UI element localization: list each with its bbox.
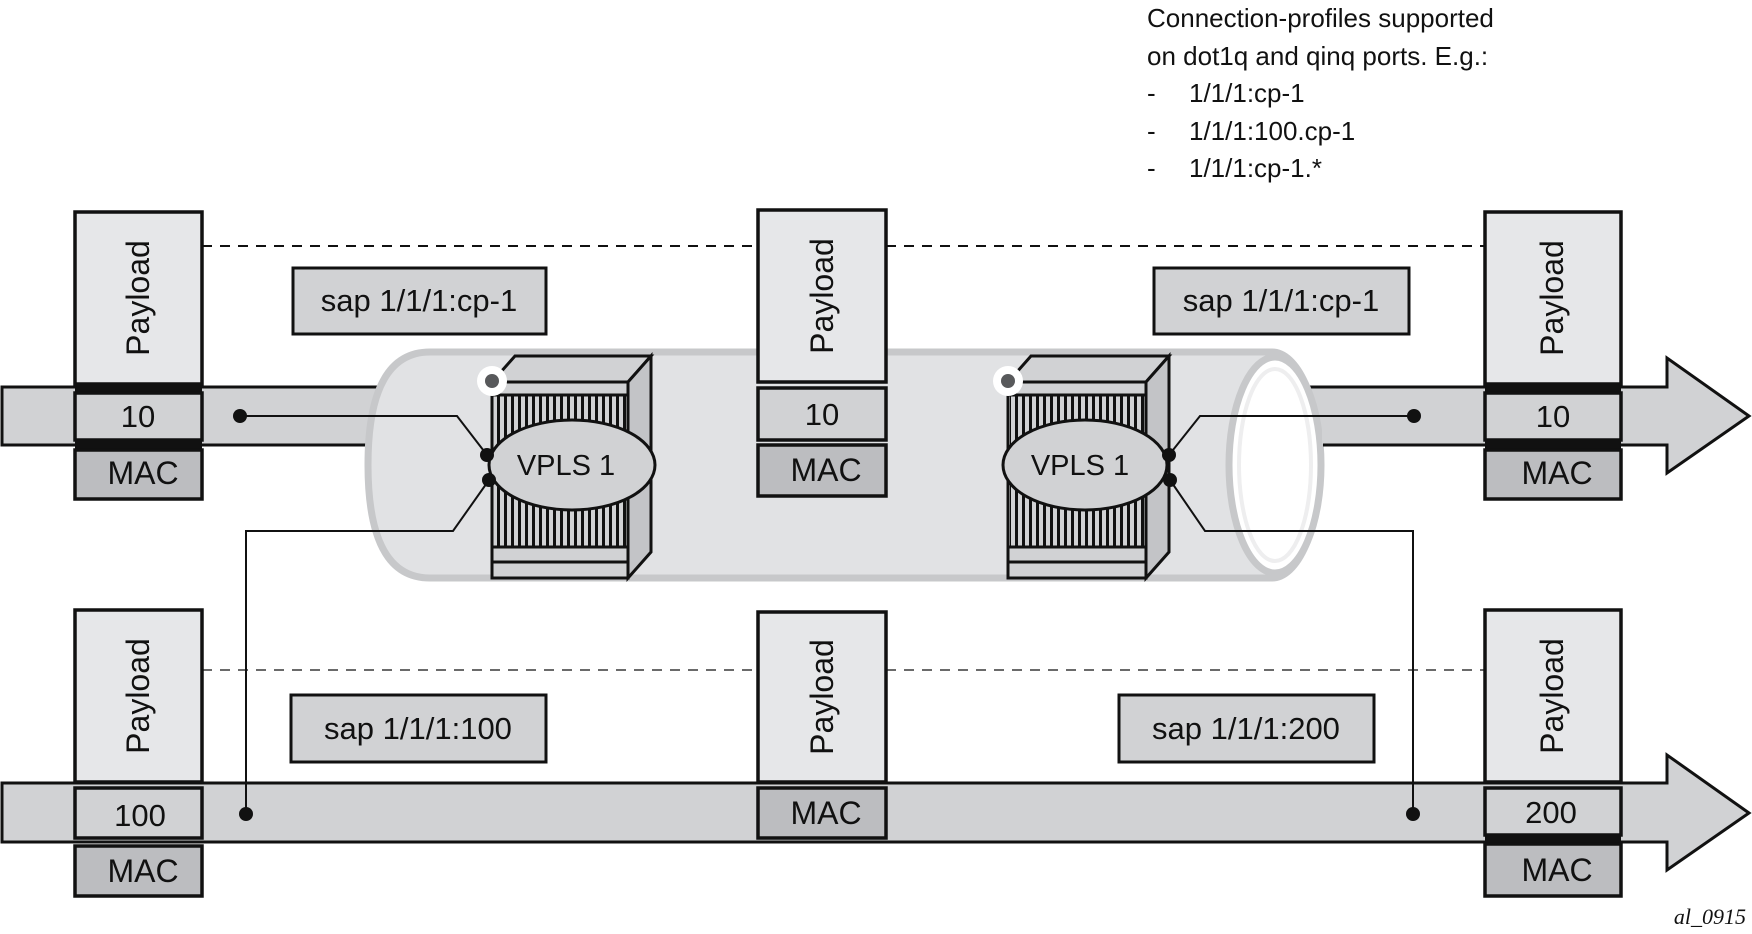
mac-header: MAC bbox=[1521, 455, 1592, 491]
sap-label-top-left: sap 1/1/1:cp-1 bbox=[291, 266, 548, 336]
left-top-sap-link bbox=[240, 415, 488, 456]
svg-text:sap 1/1/1:cp-1: sap 1/1/1:cp-1 bbox=[1183, 283, 1379, 318]
frame-bottom-right: Payload 200 MAC bbox=[1483, 608, 1623, 898]
mac-header: MAC bbox=[1521, 852, 1592, 888]
frame-bottom-left: Payload 100 MAC bbox=[73, 608, 204, 898]
vlan-tag: 100 bbox=[114, 798, 166, 833]
frame-top-right: Payload 10 MAC bbox=[1483, 210, 1623, 501]
note-example-2: -1/1/1:100.cp-1 bbox=[1147, 115, 1356, 146]
left-bottom-sap-link bbox=[245, 479, 490, 814]
vlan-tag: 10 bbox=[1536, 399, 1570, 434]
payload-label: Payload bbox=[804, 639, 840, 755]
right-top-sap-link bbox=[1168, 415, 1414, 456]
right-vpls-label: VPLS 1 bbox=[1031, 450, 1129, 482]
mac-header: MAC bbox=[790, 452, 861, 488]
right-top-sap-endpoint bbox=[1407, 409, 1421, 423]
payload-label: Payload bbox=[804, 238, 840, 354]
vlan-tag: 10 bbox=[121, 399, 155, 434]
svg-text:sap 1/1/1:100: sap 1/1/1:100 bbox=[324, 711, 512, 746]
sap-label-top-right: sap 1/1/1:cp-1 bbox=[1152, 266, 1411, 336]
note-example-1: -1/1/1:cp-1 bbox=[1147, 78, 1305, 108]
left-bottom-sap-endpoint bbox=[239, 807, 253, 821]
payload-label: Payload bbox=[1534, 638, 1570, 754]
right-bottom-sap-endpoint bbox=[1406, 807, 1420, 821]
mac-header: MAC bbox=[107, 853, 178, 889]
right-router: VPLS 1 bbox=[993, 352, 1173, 582]
figure-id: al_0915 bbox=[1673, 904, 1746, 929]
note-line-2: on dot1q and qinq ports. E.g.: bbox=[1147, 40, 1489, 71]
left-router: VPLS 1 bbox=[477, 352, 657, 582]
right-bottom-sap-link bbox=[1169, 479, 1414, 814]
right-vpls-ellipse[interactable] bbox=[1001, 418, 1169, 512]
sap-label-bottom-right: sap 1/1/1:200 bbox=[1117, 693, 1376, 764]
mac-header: MAC bbox=[790, 795, 861, 831]
connection-profile-note: Connection-profiles supported on dot1q a… bbox=[1147, 0, 1494, 188]
mac-header: MAC bbox=[107, 455, 178, 491]
frame-top-left: Payload 10 MAC bbox=[73, 210, 204, 501]
frame-bottom-center: Payload MAC bbox=[756, 610, 888, 840]
frame-top-center: Payload 10 MAC bbox=[756, 208, 888, 498]
note-line-1: Connection-profiles supported bbox=[1147, 3, 1494, 33]
svg-text:sap 1/1/1:200: sap 1/1/1:200 bbox=[1152, 711, 1340, 746]
note-example-3: -1/1/1:cp-1.* bbox=[1147, 153, 1322, 183]
vlan-tag: 10 bbox=[805, 397, 839, 432]
left-vpls-label: VPLS 1 bbox=[517, 450, 615, 482]
payload-label: Payload bbox=[120, 638, 156, 754]
payload-label: Payload bbox=[1534, 240, 1570, 356]
svg-text:sap 1/1/1:cp-1: sap 1/1/1:cp-1 bbox=[321, 283, 517, 318]
sap-label-bottom-left: sap 1/1/1:100 bbox=[289, 693, 548, 764]
tunnel-end-ring bbox=[1225, 353, 1325, 577]
payload-label: Payload bbox=[120, 240, 156, 356]
left-top-sap-endpoint bbox=[233, 409, 247, 423]
left-vpls-ellipse[interactable] bbox=[487, 418, 657, 512]
vlan-tag: 200 bbox=[1525, 795, 1577, 830]
